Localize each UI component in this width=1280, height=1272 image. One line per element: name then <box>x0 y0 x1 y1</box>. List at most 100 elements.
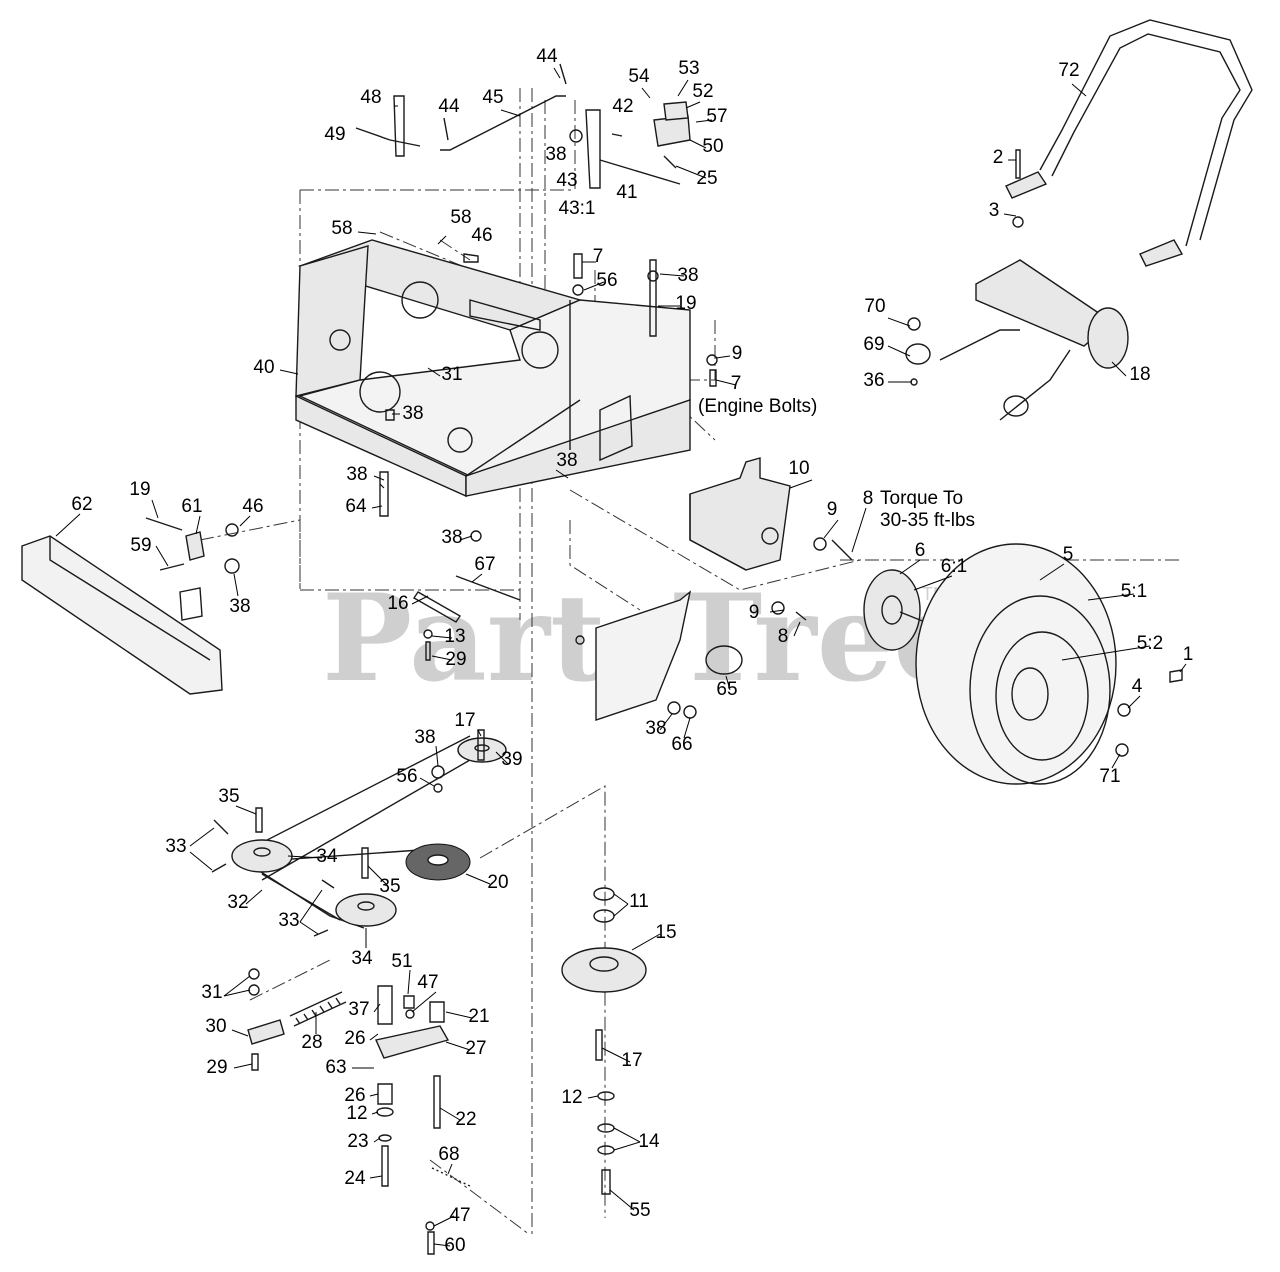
callout-17: 17 <box>621 1050 642 1071</box>
callout-38: 38 <box>545 144 566 165</box>
callout-37: 37 <box>348 999 369 1020</box>
callout-35: 35 <box>379 876 400 897</box>
deflector-62 <box>21 535 223 695</box>
leader-lines <box>55 67 1187 1247</box>
callout-15: 15 <box>655 922 676 943</box>
callout-5-2: 5:2 <box>1137 633 1163 654</box>
engine-bolts-note: (Engine Bolts) <box>698 396 817 417</box>
callout-53: 53 <box>678 58 699 79</box>
callout-20: 20 <box>487 872 508 893</box>
callout-58: 58 <box>331 218 352 239</box>
callout-45: 45 <box>482 87 503 108</box>
callout-38: 38 <box>414 727 435 748</box>
callout-38: 38 <box>645 718 666 739</box>
callout-49: 49 <box>324 124 345 145</box>
callout-28: 28 <box>301 1032 322 1053</box>
callout-51: 51 <box>391 951 412 972</box>
callout-64: 64 <box>345 496 367 517</box>
callout-18: 18 <box>1129 364 1150 385</box>
engine-bolts <box>379 253 718 542</box>
callout-34: 34 <box>351 948 373 969</box>
callout-25: 25 <box>696 168 717 189</box>
callout-19: 19 <box>129 479 150 500</box>
linkage-parts <box>355 63 691 189</box>
rod-parts <box>413 575 585 661</box>
callout-35: 35 <box>218 786 239 807</box>
callout-52: 52 <box>692 81 713 102</box>
callout-1: 1 <box>1183 644 1194 665</box>
axle-bolts <box>771 537 853 621</box>
callout-8: 8 <box>778 626 789 647</box>
callout-4: 4 <box>1132 676 1143 697</box>
callout-7: 7 <box>593 246 604 267</box>
callout-22: 22 <box>455 1109 476 1130</box>
callout-5-1: 5:1 <box>1121 581 1147 602</box>
callout-38: 38 <box>556 450 577 471</box>
callout-71: 71 <box>1099 766 1120 787</box>
callout-46: 46 <box>471 225 492 246</box>
callout-55: 55 <box>629 1200 650 1221</box>
callout-50: 50 <box>702 136 723 157</box>
handle-72 <box>1005 19 1253 267</box>
belt-system <box>211 729 507 937</box>
callout-31: 31 <box>441 364 462 385</box>
callout-2: 2 <box>993 147 1004 168</box>
callout-9: 9 <box>827 499 838 520</box>
callout-70: 70 <box>864 296 885 317</box>
callout-59: 59 <box>130 535 151 556</box>
callout-31: 31 <box>201 982 222 1003</box>
callout-68: 68 <box>438 1144 459 1165</box>
callout-26: 26 <box>344 1028 365 1049</box>
callout-61: 61 <box>181 496 202 517</box>
wheel-5 <box>915 543 1183 785</box>
callout-36: 36 <box>863 370 884 391</box>
callout-7: 7 <box>731 373 742 394</box>
callout-9: 9 <box>732 343 743 364</box>
callout-13: 13 <box>444 626 465 647</box>
callout-12: 12 <box>346 1103 367 1124</box>
callout-26: 26 <box>344 1085 365 1106</box>
callout-23: 23 <box>347 1131 368 1152</box>
callout-48: 48 <box>360 87 381 108</box>
callout-5: 5 <box>1063 544 1074 565</box>
bracket-10 <box>689 457 791 571</box>
callout-17: 17 <box>454 710 475 731</box>
bracket-61 <box>145 517 240 574</box>
callout-54: 54 <box>628 66 650 87</box>
callout-24: 24 <box>344 1168 366 1189</box>
callout-21: 21 <box>468 1006 489 1027</box>
callout-38: 38 <box>441 527 462 548</box>
callout-56: 56 <box>396 766 417 787</box>
callout-11: 11 <box>629 891 649 912</box>
callout-38: 38 <box>229 596 250 617</box>
callout-6-1: 6:1 <box>941 556 967 577</box>
callout-12: 12 <box>561 1087 582 1108</box>
callout-9: 9 <box>749 602 760 623</box>
callout-8: 8 <box>863 488 874 509</box>
callout-3: 3 <box>989 200 1000 221</box>
callout-69: 69 <box>863 334 884 355</box>
muffler-18 <box>905 259 1129 421</box>
hub-6 <box>863 569 931 651</box>
callout-33: 33 <box>278 910 299 931</box>
plate-65 <box>595 590 743 721</box>
idler-assembly <box>247 968 471 1255</box>
callout-57: 57 <box>706 106 727 127</box>
callout-38: 38 <box>346 464 367 485</box>
callout-47: 47 <box>417 972 438 993</box>
callout-65: 65 <box>716 679 737 700</box>
callout-29: 29 <box>445 649 466 670</box>
callout-6: 6 <box>915 540 926 561</box>
chassis-frame <box>295 239 691 498</box>
callout-14: 14 <box>638 1131 660 1152</box>
callout-40: 40 <box>253 357 274 378</box>
torque-note-line1: Torque To <box>880 488 963 509</box>
callout-19: 19 <box>675 293 696 314</box>
callout-34: 34 <box>316 846 338 867</box>
callout-56: 56 <box>596 270 617 291</box>
callout-38: 38 <box>402 403 423 424</box>
callout-44: 44 <box>536 46 558 67</box>
callout-42: 42 <box>612 96 633 117</box>
